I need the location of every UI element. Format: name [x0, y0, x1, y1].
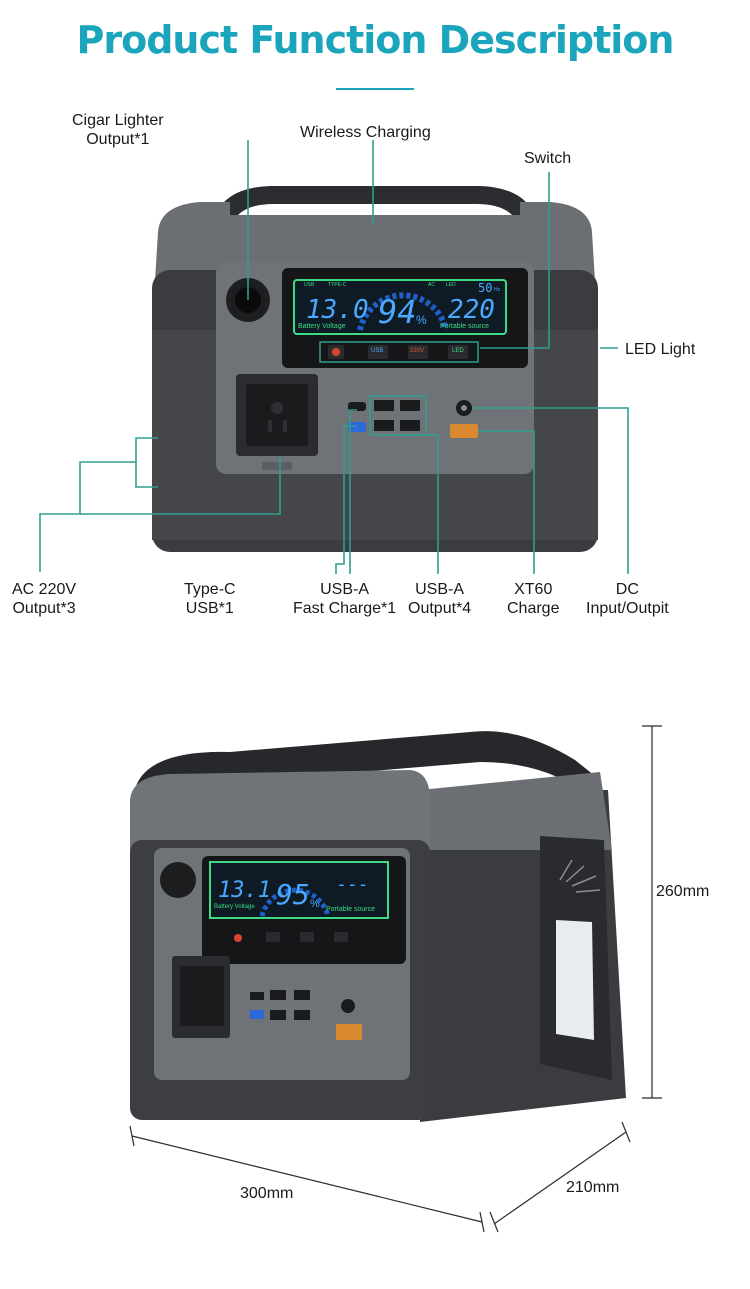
led-button-label: LED [452, 348, 464, 354]
usb-button-label: USB [371, 348, 384, 354]
lcd-screen [293, 279, 507, 335]
front-voltage-label: Battery Voltage [298, 323, 346, 330]
front-voltage-readout: 13.0 [306, 295, 369, 325]
leader-lines [39, 140, 629, 574]
side-led-light [556, 920, 594, 1040]
front-percent-readout: 94 [378, 293, 417, 331]
label-wireless-charging: Wireless Charging [300, 124, 431, 141]
front-percent-sign: % [416, 313, 427, 327]
page-title: Product Function Description [76, 18, 675, 62]
side-output-label: Portable source [326, 906, 376, 913]
side-output-readout: --- [336, 874, 369, 895]
height-dimension: 260mm [656, 883, 710, 900]
side-percent-readout: 95 [276, 878, 310, 911]
handle [212, 186, 538, 232]
title-underline [336, 88, 414, 90]
front-usb-icon-label: USB [304, 282, 315, 288]
front-output-label: Portable source [440, 323, 490, 330]
label-led-light: LED Light [625, 341, 696, 358]
side-voltage-readout: 13.1 [218, 878, 271, 903]
front-freq-unit: Hz [494, 287, 501, 293]
side-percent-sign: % [310, 898, 320, 910]
front-typec-icon-label: TYPE-C [328, 282, 347, 288]
dimension-lines [129, 725, 662, 1233]
label-switch: Switch [524, 150, 572, 167]
handle-3d [136, 731, 600, 800]
width-dimension: 300mm [240, 1185, 294, 1202]
ac-button-label: 220V [410, 348, 425, 354]
front-freq-readout: 50 [478, 281, 493, 295]
xt60-port [450, 424, 478, 438]
front-output-readout: 220 [448, 295, 495, 325]
usb-ports [348, 395, 427, 436]
depth-dimension: 210mm [566, 1179, 620, 1196]
front-ac-icon-label: AC [428, 282, 435, 288]
function-buttons [319, 341, 479, 363]
front-led-icon-label: LED [446, 282, 456, 288]
front-product-image [39, 140, 629, 574]
side-voltage-label: Battery Voltage [214, 904, 255, 910]
